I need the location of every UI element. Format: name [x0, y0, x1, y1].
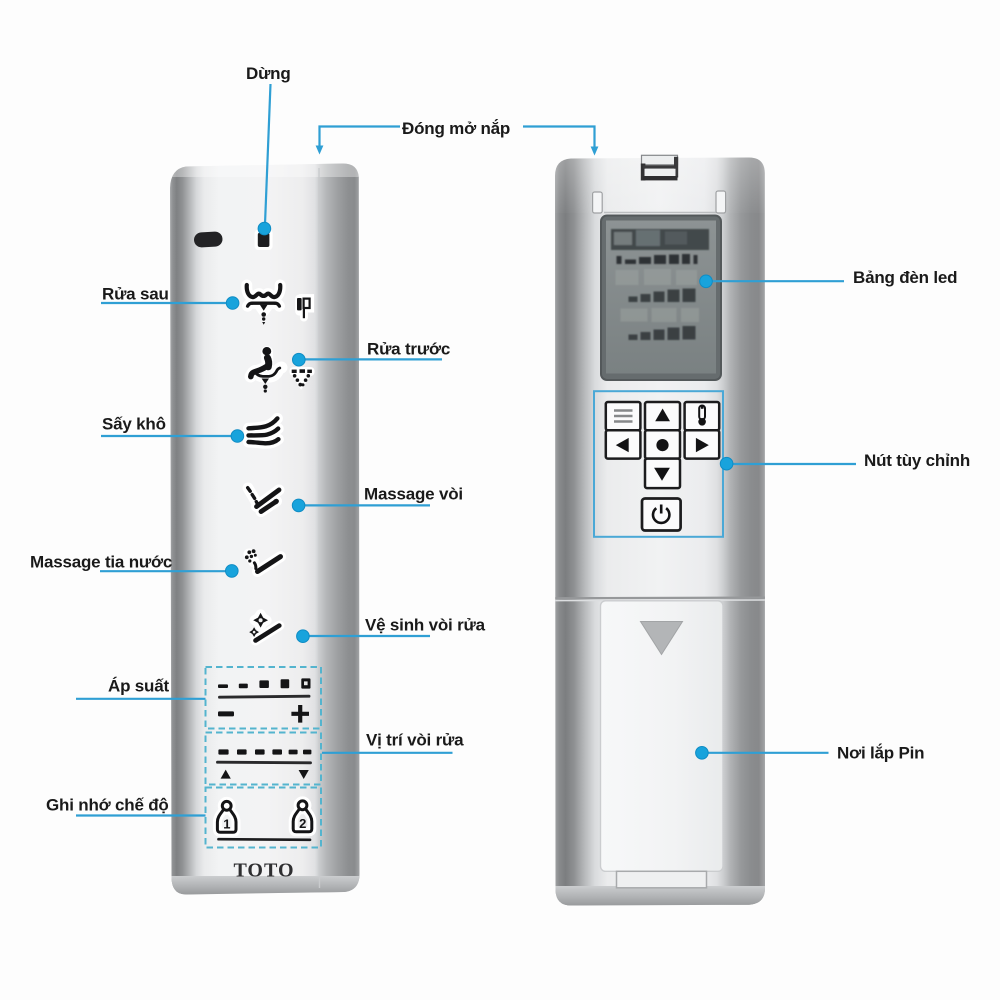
- svg-text:Bảng đèn led: Bảng đèn led: [853, 268, 957, 287]
- svg-text:2: 2: [299, 816, 306, 831]
- svg-text:Vệ sinh vòi rửa: Vệ sinh vòi rửa: [365, 616, 486, 635]
- svg-text:Vị trí vòi rửa: Vị trí vòi rửa: [366, 731, 464, 750]
- svg-text:Ghi nhớ chế độ: Ghi nhớ chế độ: [46, 796, 169, 815]
- svg-text:1: 1: [223, 817, 230, 832]
- svg-text:Nút tùy chỉnh: Nút tùy chỉnh: [864, 451, 970, 470]
- svg-text:Nơi lắp Pin: Nơi lắp Pin: [837, 744, 924, 763]
- svg-text:Rửa trước: Rửa trước: [367, 340, 450, 359]
- svg-text:Đóng mở nắp: Đóng mở nắp: [402, 119, 510, 138]
- svg-text:Massage vòi: Massage vòi: [364, 485, 463, 504]
- svg-text:Dừng: Dừng: [246, 64, 291, 83]
- svg-text:Massage tia nước: Massage tia nước: [30, 553, 172, 572]
- svg-text:Áp suất: Áp suất: [108, 677, 169, 696]
- svg-text:TOTO: TOTO: [233, 860, 294, 882]
- svg-text:Rửa sau: Rửa sau: [102, 285, 169, 304]
- svg-text:Sấy khô: Sấy khô: [102, 415, 166, 434]
